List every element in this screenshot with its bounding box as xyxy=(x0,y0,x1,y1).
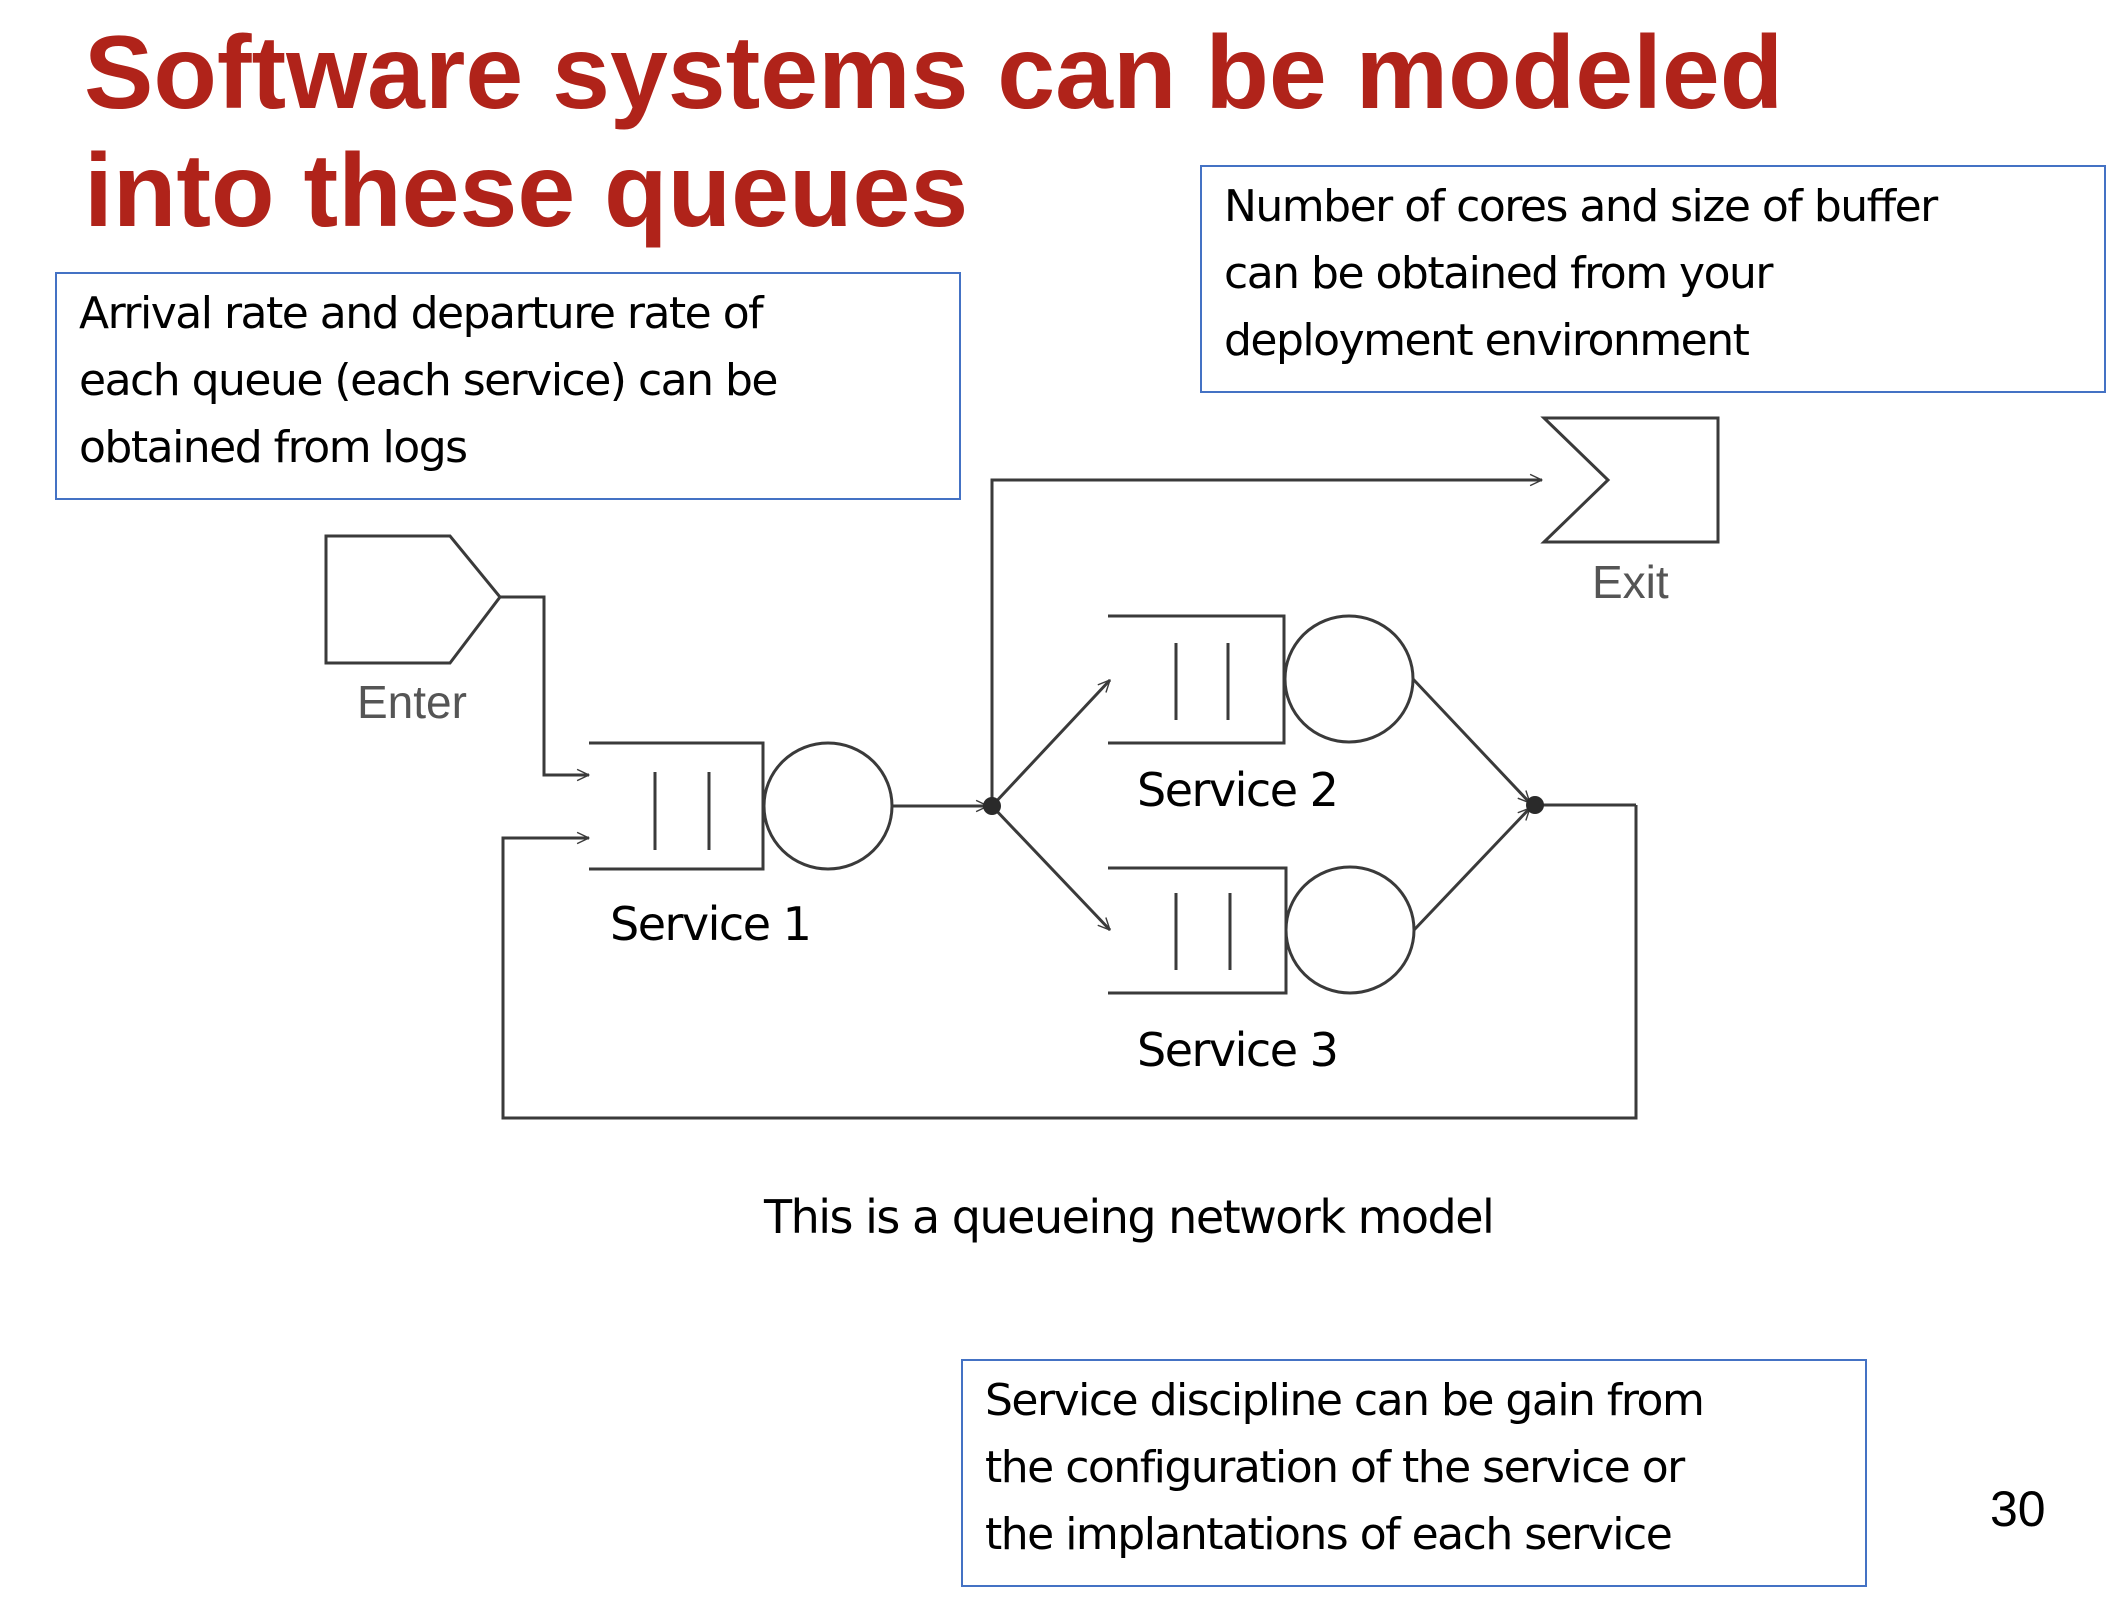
diagram-caption: This is a queueing network model xyxy=(764,1190,1495,1244)
service-2-queue xyxy=(1108,614,1286,745)
note-line: the configuration of the service or xyxy=(985,1442,1685,1493)
service-2-server xyxy=(1283,614,1415,744)
split-to-service-2-arrow xyxy=(990,680,1110,808)
exit-label: Exit xyxy=(1592,556,1669,608)
service-3-to-join-arrow xyxy=(1412,808,1530,932)
note-line: deployment environment xyxy=(1224,315,1750,366)
feedback-loop-arrow xyxy=(501,805,1638,1120)
service-2-to-join-arrow xyxy=(1411,677,1530,803)
service-3-queue xyxy=(1108,866,1288,995)
split-to-service-3-arrow xyxy=(990,804,1110,930)
note-line: Service discipline can be gain from xyxy=(985,1375,1705,1426)
join-junction xyxy=(1526,796,1544,814)
enter-source: Enter xyxy=(324,534,502,728)
note-line: can be obtained from your xyxy=(1224,248,1774,299)
note-line: each queue (each service) can be xyxy=(79,355,778,406)
note-line: the implantations of each service xyxy=(985,1509,1673,1560)
split-junction xyxy=(983,797,1001,815)
service-discipline-note: Service discipline can be gain from the … xyxy=(961,1359,1867,1587)
note-line: Number of cores and size of buffer xyxy=(1224,181,1938,232)
service-1-server xyxy=(762,741,894,871)
enter-source-shape xyxy=(324,534,502,665)
slide-title-line-1: Software systems can be modeled xyxy=(84,15,1784,131)
enter-label: Enter xyxy=(357,676,467,728)
note-line: obtained from logs xyxy=(79,422,468,473)
cores-buffer-note: Number of cores and size of buffer can b… xyxy=(1200,165,2106,393)
service-3-server xyxy=(1284,865,1416,995)
enter-to-service-1-arrow xyxy=(500,595,589,775)
exit-sink: Exit xyxy=(1540,416,1720,608)
exit-sink-shape xyxy=(1540,416,1720,544)
arrival-rate-note: Arrival rate and departure rate of each … xyxy=(55,272,961,500)
service-2: Service 2 xyxy=(1108,614,1415,817)
service-3: Service 3 xyxy=(1108,865,1416,1077)
service-1-label: Service 1 xyxy=(610,897,810,951)
service-3-label: Service 3 xyxy=(1137,1023,1337,1077)
slide-title-line-2: into these queues xyxy=(84,133,969,249)
page-number: 30 xyxy=(1990,1481,2046,1537)
service-1-queue xyxy=(589,741,765,871)
service-1: Service 1 xyxy=(589,741,894,951)
note-line: Arrival rate and departure rate of xyxy=(79,288,764,339)
split-to-exit-arrow xyxy=(990,480,1542,806)
service-2-label: Service 2 xyxy=(1137,763,1337,817)
slide-title: Software systems can be modeled into the… xyxy=(84,14,1984,250)
